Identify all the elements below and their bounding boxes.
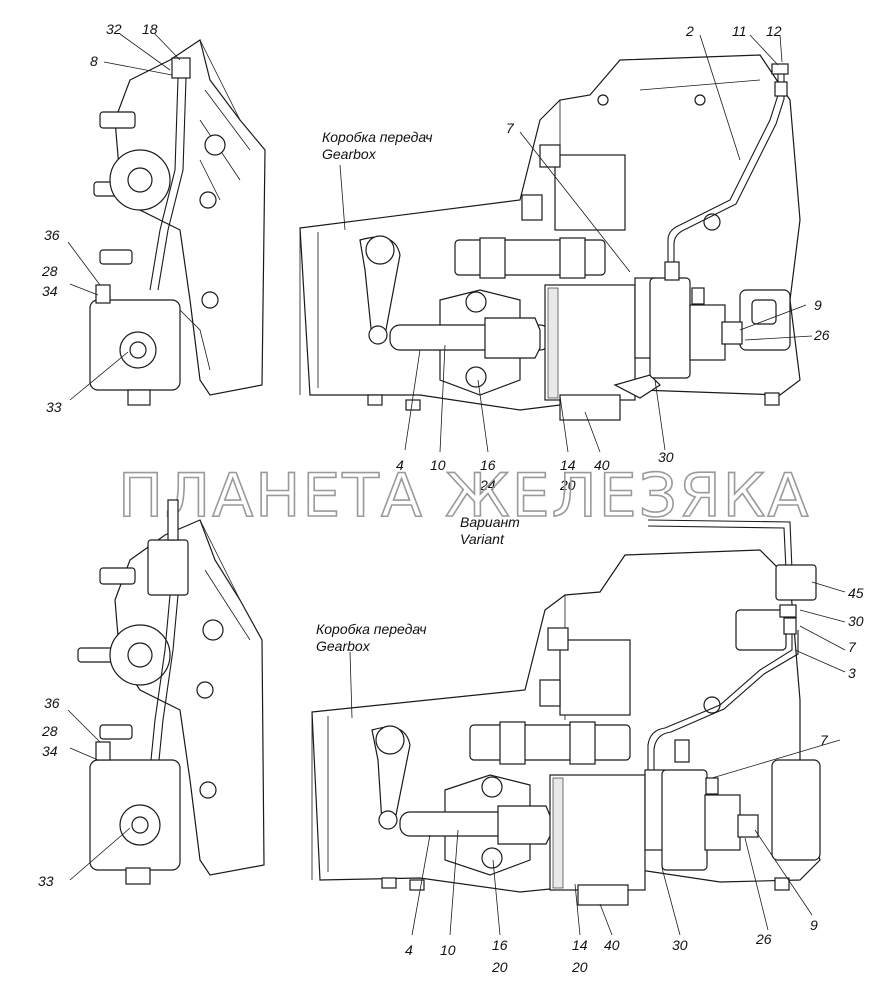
label-4: 4 xyxy=(396,457,404,473)
label-30: 30 xyxy=(658,449,674,465)
variant-en: Variant xyxy=(460,531,505,547)
label-32: 32 xyxy=(106,21,122,37)
label-20b1: 20 xyxy=(491,959,508,975)
label-14b: 14 xyxy=(572,937,588,953)
bottom-main-labels: Коробка передач Gearbox 45 30 7 3 7 4 10… xyxy=(316,585,864,975)
bottom-main-view xyxy=(311,519,846,936)
label-33: 33 xyxy=(46,399,62,415)
label-36: 36 xyxy=(44,227,60,243)
label-28: 28 xyxy=(41,263,58,279)
top-caption-ru: Коробка передач xyxy=(322,129,433,145)
label-8: 8 xyxy=(90,53,98,69)
variant-label: Вариант Variant xyxy=(460,514,520,547)
label-10: 10 xyxy=(430,457,446,473)
label-7b1: 7 xyxy=(848,639,857,655)
label-45: 45 xyxy=(848,585,864,601)
label-24: 24 xyxy=(479,477,496,493)
label-3: 3 xyxy=(848,665,856,681)
label-34: 34 xyxy=(42,283,58,299)
label-9: 9 xyxy=(814,297,822,313)
label-16b: 16 xyxy=(492,937,508,953)
variant-ru: Вариант xyxy=(460,514,520,530)
top-side-view xyxy=(67,33,266,406)
top-caption-en: Gearbox xyxy=(322,146,377,162)
label-12: 12 xyxy=(766,23,782,39)
label-20b2: 20 xyxy=(571,959,588,975)
label-33b: 33 xyxy=(38,873,54,889)
label-20: 20 xyxy=(559,477,576,493)
label-2: 2 xyxy=(685,23,694,39)
bottom-caption-ru: Коробка передач xyxy=(316,621,427,637)
label-30b1: 30 xyxy=(848,613,864,629)
label-16: 16 xyxy=(480,457,496,473)
label-40b: 40 xyxy=(604,937,620,953)
label-18: 18 xyxy=(142,21,158,37)
label-10b: 10 xyxy=(440,942,456,958)
label-9b: 9 xyxy=(810,917,818,933)
bottom-caption-en: Gearbox xyxy=(316,638,371,654)
label-34b: 34 xyxy=(42,743,58,759)
label-7b2: 7 xyxy=(820,732,829,748)
label-28b: 28 xyxy=(41,723,58,739)
bottom-side-view xyxy=(67,499,265,885)
top-side-labels: 32 18 8 36 28 34 33 xyxy=(41,21,158,415)
top-main-view xyxy=(299,34,813,453)
label-11: 11 xyxy=(732,23,747,39)
label-40: 40 xyxy=(594,457,610,473)
label-14: 14 xyxy=(560,457,576,473)
label-36b: 36 xyxy=(44,695,60,711)
label-4b: 4 xyxy=(405,942,413,958)
top-main-labels: Коробка передач Gearbox 2 11 12 7 9 26 4… xyxy=(322,23,830,493)
bottom-side-labels: 36 28 34 33 xyxy=(38,695,60,889)
label-7: 7 xyxy=(506,120,515,136)
label-26b: 26 xyxy=(755,931,772,947)
label-26: 26 xyxy=(813,327,830,343)
label-30b2: 30 xyxy=(672,937,688,953)
watermark: ПЛАНЕТА ЖЕЛЕЗЯКА xyxy=(118,461,810,531)
